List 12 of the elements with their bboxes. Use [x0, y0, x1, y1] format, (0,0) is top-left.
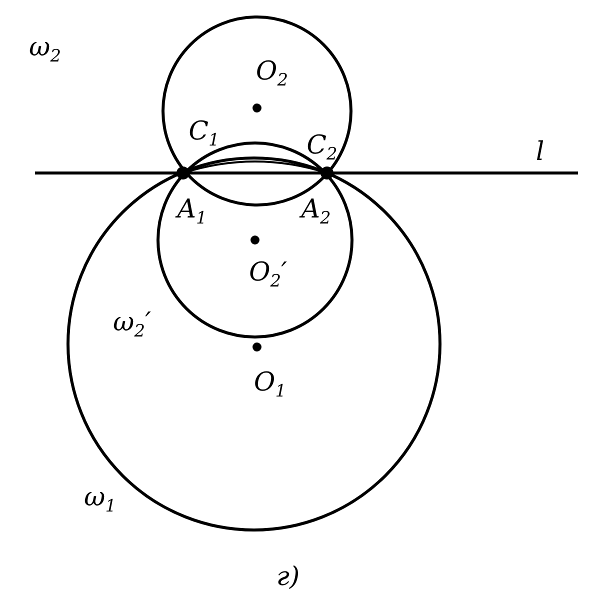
curve-label: ω$_{1}$ [84, 484, 116, 516]
point-label: C$_{2}$ [306, 132, 338, 164]
figure-caption: г) [276, 564, 300, 590]
point-label: A$_{2}$ [301, 196, 331, 228]
point-label: O$_{1}$ [254, 369, 286, 401]
point-label: O$_{2}$ [256, 58, 288, 90]
curve-label: ω$_{2}$′ [113, 309, 151, 341]
curve-label: ω$_{2}$ [28, 34, 62, 66]
point-label: O$_{2}$′ [248, 259, 288, 291]
point-label: C$_{1}$ [188, 118, 220, 150]
point-label: A$_{1}$ [177, 196, 207, 228]
line-label: l [536, 139, 544, 165]
